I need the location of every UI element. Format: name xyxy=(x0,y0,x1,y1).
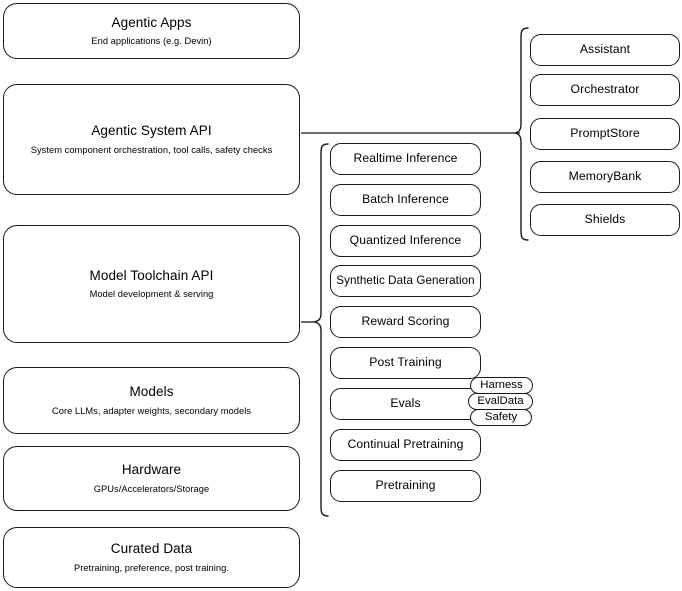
evals-badge-label: EvalData xyxy=(477,394,524,407)
capability-realtime-inference[interactable]: Realtime Inference xyxy=(330,143,481,175)
capability-continual-pretraining[interactable]: Continual Pretraining xyxy=(330,429,481,461)
brace-system-components xyxy=(514,27,529,241)
capability-label: Evals xyxy=(390,396,421,411)
capability-pretraining[interactable]: Pretraining xyxy=(330,470,481,502)
system-component-label: PromptStore xyxy=(570,126,640,141)
evals-badge-label: Safety xyxy=(484,410,518,423)
stack-layer-subtitle: Pretraining, preference, post training. xyxy=(74,562,229,573)
stack-layer-agentic-system-api[interactable]: Agentic System API System component orch… xyxy=(3,84,300,195)
capability-evals[interactable]: Evals xyxy=(330,388,481,420)
evals-badge-safety[interactable]: Safety xyxy=(470,409,532,426)
evals-badge-label: Harness xyxy=(480,378,523,391)
capability-post-training[interactable]: Post Training xyxy=(330,347,481,379)
stack-layer-title: Agentic Apps xyxy=(111,14,192,30)
stack-layer-title: Models xyxy=(129,384,174,400)
stack-layer-title: Agentic System API xyxy=(91,123,212,139)
capability-label: Realtime Inference xyxy=(353,151,458,166)
stack-layer-subtitle: System component orchestration, tool cal… xyxy=(30,144,273,155)
capability-label: Quantized Inference xyxy=(349,233,462,248)
capability-batch-inference[interactable]: Batch Inference xyxy=(330,184,481,216)
capability-synthetic-data-generation[interactable]: Synthetic Data Generation xyxy=(330,265,481,297)
stack-layer-title: Curated Data xyxy=(110,541,193,557)
system-component-label: Shields xyxy=(584,212,626,227)
stack-layer-subtitle: Core LLMs, adapter weights, secondary mo… xyxy=(51,405,252,416)
capability-label: Synthetic Data Generation xyxy=(336,273,475,287)
system-component-orchestrator[interactable]: Orchestrator xyxy=(530,74,680,106)
system-component-assistant[interactable]: Assistant xyxy=(530,34,680,66)
stack-layer-subtitle: End applications (e.g. Devin) xyxy=(91,36,212,47)
capability-label: Continual Pretraining xyxy=(347,437,464,452)
stack-layer-agentic-apps[interactable]: Agentic Apps End applications (e.g. Devi… xyxy=(3,3,300,59)
system-component-label: Assistant xyxy=(579,42,631,57)
capability-quantized-inference[interactable]: Quantized Inference xyxy=(330,225,481,257)
evals-badge-evaldata[interactable]: EvalData xyxy=(468,393,533,410)
evals-badge-harness[interactable]: Harness xyxy=(470,377,533,394)
stack-layer-models[interactable]: Models Core LLMs, adapter weights, secon… xyxy=(3,367,300,434)
system-component-memorybank[interactable]: MemoryBank xyxy=(530,161,680,193)
capability-reward-scoring[interactable]: Reward Scoring xyxy=(330,306,481,338)
brace-toolchain-capabilities xyxy=(313,143,329,517)
capability-label: Reward Scoring xyxy=(361,314,450,329)
capability-label: Batch Inference xyxy=(362,192,449,207)
system-component-label: Orchestrator xyxy=(570,82,640,97)
stack-layer-subtitle: GPUs/Accelerators/Storage xyxy=(93,483,210,494)
capability-label: Post Training xyxy=(369,355,442,370)
stack-layer-curated-data[interactable]: Curated Data Pretraining, preference, po… xyxy=(3,527,300,588)
system-component-promptstore[interactable]: PromptStore xyxy=(530,118,680,150)
stack-layer-title: Model Toolchain API xyxy=(89,267,214,283)
stack-layer-subtitle: Model development & serving xyxy=(89,289,214,300)
stack-layer-title: Hardware xyxy=(121,462,182,478)
system-component-shields[interactable]: Shields xyxy=(530,204,680,236)
capability-label: Pretraining xyxy=(375,478,436,493)
system-component-label: MemoryBank xyxy=(568,169,642,184)
stack-layer-hardware[interactable]: Hardware GPUs/Accelerators/Storage xyxy=(3,446,300,511)
stack-layer-model-toolchain-api[interactable]: Model Toolchain API Model development & … xyxy=(3,225,300,343)
